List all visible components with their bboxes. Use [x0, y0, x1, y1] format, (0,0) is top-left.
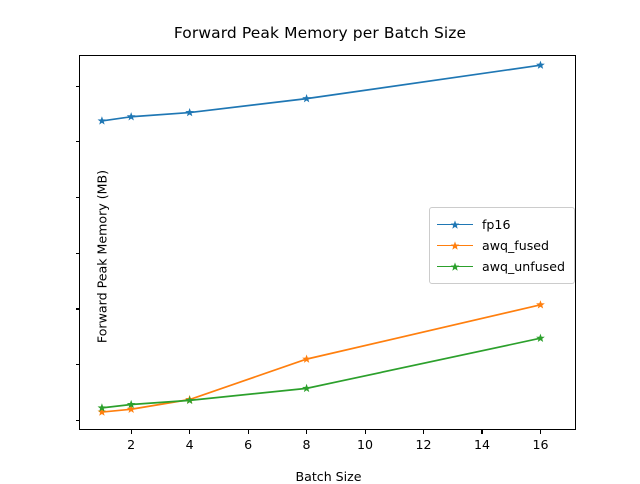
y-tick-mark — [75, 419, 80, 421]
legend-star-icon — [450, 261, 460, 271]
x-tick-label: 10 — [357, 437, 374, 452]
series-line — [101, 303, 541, 413]
x-tick-label: 14 — [473, 437, 490, 452]
data-point-marker — [536, 300, 545, 309]
y-tick-mark — [75, 308, 80, 310]
legend-label: fp16 — [482, 217, 511, 232]
legend-star-icon — [450, 219, 460, 229]
series-awq_fused — [97, 300, 545, 416]
data-point-marker — [126, 112, 136, 121]
legend-swatch — [437, 240, 473, 252]
series-line — [101, 64, 541, 122]
series-fp16 — [97, 60, 545, 125]
x-tick-mark — [189, 429, 191, 434]
x-tick-mark — [130, 429, 132, 434]
x-tick-mark — [247, 429, 249, 434]
legend-swatch — [437, 219, 473, 231]
y-tick-mark — [75, 141, 80, 143]
legend-item-awq_fused[interactable]: awq_fused — [437, 235, 565, 256]
x-tick-label: 16 — [532, 437, 549, 452]
x-tick-label: 8 — [302, 437, 311, 452]
data-point-marker — [185, 395, 195, 405]
series-awq_unfused — [97, 333, 545, 412]
x-tick-mark — [423, 429, 425, 434]
x-tick-mark — [481, 429, 483, 434]
x-tick-mark — [306, 429, 308, 434]
data-point-marker — [126, 399, 136, 409]
x-tick-mark — [364, 429, 366, 434]
legend-label: awq_fused — [482, 238, 550, 253]
series-layer — [97, 60, 545, 416]
legend: fp16 awq_fused awq_unfused — [429, 207, 575, 284]
data-point-marker — [536, 60, 545, 69]
x-tick-label: 4 — [185, 437, 194, 452]
series-line — [101, 337, 541, 409]
data-point-marker — [97, 116, 107, 125]
y-tick-mark — [75, 252, 80, 254]
data-point-marker — [302, 94, 311, 103]
x-tick-label: 6 — [244, 437, 253, 452]
data-point-marker — [302, 354, 311, 363]
legend-label: awq_unfused — [482, 259, 565, 274]
legend-item-fp16[interactable]: fp16 — [437, 214, 565, 235]
legend-swatch — [437, 261, 473, 273]
data-point-marker — [536, 333, 545, 342]
data-point-marker — [185, 107, 195, 117]
y-tick-mark — [75, 85, 80, 87]
x-axis-label: Batch Size — [295, 469, 362, 484]
y-tick-mark — [75, 364, 80, 366]
data-point-marker — [302, 383, 311, 393]
x-tick-mark — [539, 429, 542, 434]
y-axis-label: Forward Peak Memory (MB) — [94, 169, 110, 344]
legend-star-icon — [450, 240, 460, 250]
x-tick-label: 12 — [415, 437, 432, 452]
data-point-marker — [97, 403, 107, 412]
y-tick-mark — [75, 197, 80, 199]
plot-axes: 600080001000012000140001600018000 246810… — [75, 55, 576, 484]
legend-item-awq_unfused[interactable]: awq_unfused — [437, 256, 565, 277]
chart-title: Forward Peak Memory per Batch Size — [173, 24, 467, 42]
data-point-marker — [97, 407, 107, 416]
plot-canvas — [80, 56, 575, 429]
data-point-marker — [126, 404, 136, 413]
x-tick-label: 2 — [127, 437, 136, 452]
